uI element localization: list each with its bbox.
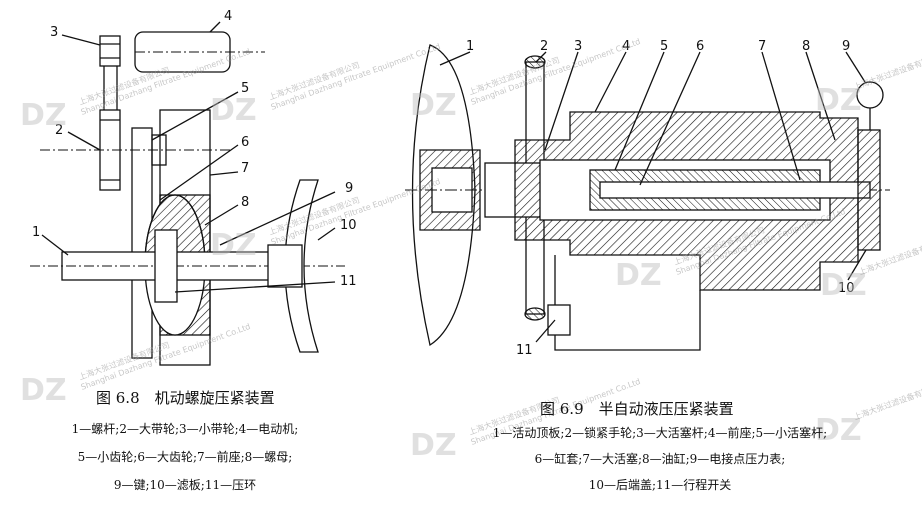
watermark-logo: DZ <box>410 88 457 123</box>
fig69-label-7: 7 <box>758 39 766 54</box>
fig69-label-8: 8 <box>802 39 810 54</box>
fig68-label-6: 6 <box>241 135 249 150</box>
small-pulley <box>99 35 121 67</box>
fig69-label-6: 6 <box>696 39 704 54</box>
fig68-label-2: 2 <box>55 123 63 138</box>
fig68-label-10: 10 <box>340 218 357 233</box>
fig69-label-1: 1 <box>466 39 474 54</box>
fig69-label-9: 9 <box>842 39 850 54</box>
fig68-label-7: 7 <box>241 161 249 176</box>
fig69-label-5: 5 <box>660 39 668 54</box>
fig69-label-11: 11 <box>516 343 533 358</box>
fig69-label-4: 4 <box>622 39 630 54</box>
fig68-legend-line: 1—螺杆;2—大带轮;3—小带轮;4—电动机; <box>71 422 299 436</box>
fig69-label-3: 3 <box>574 39 582 54</box>
watermark-logo: DZ <box>820 268 867 303</box>
fig68-label-3: 3 <box>50 25 58 40</box>
figure-6-9-drawing <box>405 44 890 351</box>
fig68-label-4: 4 <box>224 9 232 24</box>
watermark-logo: DZ <box>210 228 257 263</box>
fig69-legend-line: 10—后端盖;11—行程开关 <box>588 478 732 492</box>
fig68-legend-line: 9—键;10—滤板;11—压环 <box>113 478 257 492</box>
travel-switch <box>547 304 571 336</box>
fig68-label-1: 1 <box>32 225 40 240</box>
fig68-label-9: 9 <box>345 181 353 196</box>
figure-6-9-labels: 1 2 3 4 5 6 7 8 9 10 11 <box>466 39 855 358</box>
fig69-caption: 图 6.9 半自动液压压紧装置 <box>540 400 734 418</box>
fig68-legend-line: 5—小齿轮;6—大齿轮;7—前座;8—螺母; <box>77 450 293 464</box>
fig68-label-8: 8 <box>241 195 249 210</box>
fig69-label-10: 10 <box>838 281 855 296</box>
fig69-legend-line: 6—缸套;7—大活塞;8—油缸;9—电接点压力表; <box>534 452 786 466</box>
rear-end-cap <box>857 129 881 251</box>
watermark-logo: DZ <box>815 83 862 118</box>
fig69-legend-line: 1—活动顶板;2—锁紧手轮;3—大活塞杆;4—前座;5—小活塞杆; <box>492 426 828 440</box>
watermark-company-cn: 上海大张过滤设备有限公司 <box>852 380 922 422</box>
watermark-logo: DZ <box>20 98 67 133</box>
watermark-logo: DZ <box>410 428 457 463</box>
fig68-caption: 图 6.8 机动螺旋压紧装置 <box>96 389 275 407</box>
watermark-logo: DZ <box>20 373 67 408</box>
figure-6-8-drawing <box>30 21 345 366</box>
watermark-company-cn: 上海大张过滤设备有限公司 <box>852 50 922 92</box>
fig69-label-2: 2 <box>540 39 548 54</box>
movable-top-plate <box>411 44 476 347</box>
figure-6-8-labels: 3 4 2 5 6 7 8 1 9 10 11 <box>32 9 357 289</box>
watermark-logo: DZ <box>615 258 662 293</box>
fig68-label-5: 5 <box>241 81 249 96</box>
fig68-label-11: 11 <box>340 274 357 289</box>
watermark-logo: DZ <box>815 413 862 448</box>
watermark-logo: DZ <box>210 93 257 128</box>
